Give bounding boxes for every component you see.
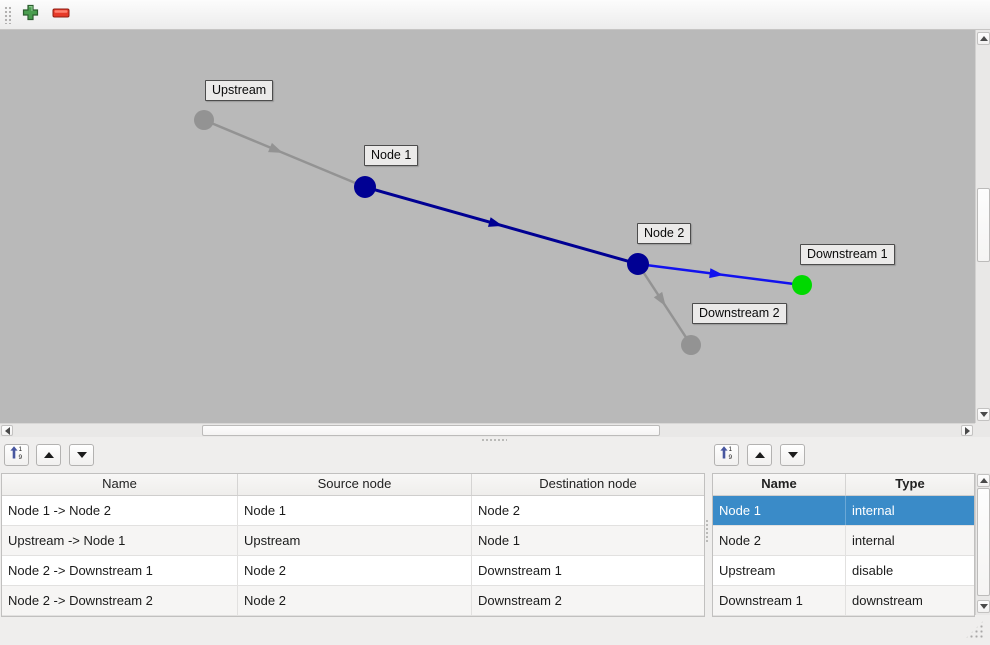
- graph-node-node-2[interactable]: [627, 253, 649, 275]
- edges-move-down-button[interactable]: [69, 444, 94, 466]
- table-cell[interactable]: Upstream: [713, 556, 846, 585]
- nodes-sort-button[interactable]: 1 9: [714, 444, 739, 466]
- table-cell[interactable]: Upstream -> Node 1: [2, 526, 238, 555]
- scroll-down-button[interactable]: [977, 408, 990, 421]
- left-arrow-icon: [4, 426, 10, 435]
- vertical-scroll-thumb[interactable]: [977, 188, 990, 262]
- table-cell[interactable]: Downstream 1: [478, 563, 562, 578]
- column-header[interactable]: Name: [2, 474, 238, 495]
- pane-splitter-handle[interactable]: [481, 438, 507, 442]
- node-label-upstream[interactable]: Upstream: [205, 80, 274, 101]
- graph-svg: [194, 110, 812, 355]
- scrollbar-corner: [975, 423, 990, 437]
- sort-ascending-icon: 1 9: [9, 445, 24, 465]
- table-cell[interactable]: Node 2: [238, 556, 472, 585]
- window-resize-grip[interactable]: [964, 619, 985, 640]
- up-arrow-icon: [979, 36, 988, 41]
- column-header[interactable]: Type: [895, 476, 925, 491]
- up-arrow-icon: [979, 478, 988, 483]
- table-cell[interactable]: Node 1: [478, 533, 520, 548]
- toolbar-drag-handle[interactable]: [4, 6, 11, 24]
- table-row[interactable]: Node 2 internal: [713, 526, 974, 556]
- table-row[interactable]: Node 1 internal: [713, 496, 974, 526]
- table-cell[interactable]: Upstream: [238, 526, 472, 555]
- horizontal-scroll-thumb[interactable]: [202, 425, 660, 436]
- table-cell[interactable]: downstream: [852, 593, 923, 608]
- sort-ascending-icon: 1 9: [719, 445, 734, 465]
- edge-arrowhead-icon: [268, 142, 283, 153]
- nodes-move-up-button[interactable]: [747, 444, 772, 466]
- svg-text:1: 1: [19, 446, 23, 453]
- remove-node-button[interactable]: [51, 5, 71, 25]
- right-arrow-icon: [964, 426, 970, 435]
- scroll-up-button[interactable]: [977, 474, 990, 487]
- svg-text:9: 9: [19, 454, 23, 460]
- column-header[interactable]: Source node: [238, 474, 472, 495]
- node-label-node-1[interactable]: Node 1: [364, 145, 419, 166]
- move-up-icon: [43, 452, 54, 458]
- scroll-down-button[interactable]: [977, 600, 990, 613]
- nodes-table-scrollbar[interactable]: [975, 473, 990, 615]
- table-header-row: Name Type: [713, 474, 974, 496]
- graph-node-downstream-1[interactable]: [792, 275, 812, 295]
- svg-text:1: 1: [729, 446, 733, 453]
- graph-edge[interactable]: [203, 118, 366, 189]
- column-header[interactable]: Name: [713, 474, 846, 495]
- table-cell[interactable]: Node 2: [478, 503, 520, 518]
- table-splitter-handle[interactable]: [705, 519, 710, 543]
- down-arrow-icon: [979, 604, 988, 609]
- move-down-icon: [76, 452, 87, 458]
- vertical-scroll-thumb[interactable]: [977, 488, 990, 596]
- node-label-downstream-2[interactable]: Downstream 2: [692, 303, 787, 324]
- minus-icon: [52, 6, 70, 24]
- table-cell[interactable]: Node 2: [238, 586, 472, 615]
- scroll-right-button[interactable]: [961, 425, 973, 436]
- canvas-vertical-scrollbar[interactable]: [975, 30, 990, 423]
- node-label-downstream-1[interactable]: Downstream 1: [800, 244, 895, 265]
- plus-icon: [22, 4, 39, 26]
- column-header[interactable]: Destination node: [539, 476, 637, 491]
- table-row[interactable]: Upstream disable: [713, 556, 974, 586]
- scroll-up-button[interactable]: [977, 32, 990, 45]
- graph-node-upstream[interactable]: [194, 110, 214, 130]
- move-up-icon: [754, 452, 765, 458]
- svg-text:9: 9: [729, 454, 733, 460]
- edges-sort-button[interactable]: 1 9: [4, 444, 29, 466]
- graph-node-node-1[interactable]: [354, 176, 376, 198]
- table-cell[interactable]: disable: [852, 563, 894, 578]
- edge-arrowhead-icon: [653, 291, 666, 307]
- edges-move-up-button[interactable]: [36, 444, 61, 466]
- table-cell[interactable]: internal: [852, 503, 895, 518]
- table-cell[interactable]: Node 1: [238, 496, 472, 525]
- table-cell[interactable]: Node 2 -> Downstream 1: [2, 556, 238, 585]
- add-node-button[interactable]: [20, 4, 40, 26]
- node-label-node-2[interactable]: Node 2: [637, 223, 692, 244]
- table-row[interactable]: Downstream 1 downstream: [713, 586, 974, 616]
- table-cell[interactable]: internal: [852, 533, 895, 548]
- table-cell[interactable]: Node 1 -> Node 2: [2, 496, 238, 525]
- table-cell[interactable]: Node 1: [713, 496, 846, 525]
- edge-arrowhead-icon: [709, 268, 724, 279]
- nodes-move-down-button[interactable]: [780, 444, 805, 466]
- table-cell[interactable]: Node 2 -> Downstream 2: [2, 586, 238, 615]
- table-cell[interactable]: Node 2: [713, 526, 846, 555]
- move-down-icon: [787, 452, 798, 458]
- table-cell[interactable]: Downstream 1: [713, 586, 846, 615]
- canvas-horizontal-scrollbar[interactable]: [0, 423, 975, 437]
- down-arrow-icon: [979, 412, 988, 417]
- graph-node-downstream-2[interactable]: [681, 335, 701, 355]
- table-cell[interactable]: Downstream 2: [478, 593, 562, 608]
- edge-arrowhead-icon: [487, 217, 503, 227]
- main-toolbar: [0, 0, 990, 30]
- scroll-left-button[interactable]: [1, 425, 13, 436]
